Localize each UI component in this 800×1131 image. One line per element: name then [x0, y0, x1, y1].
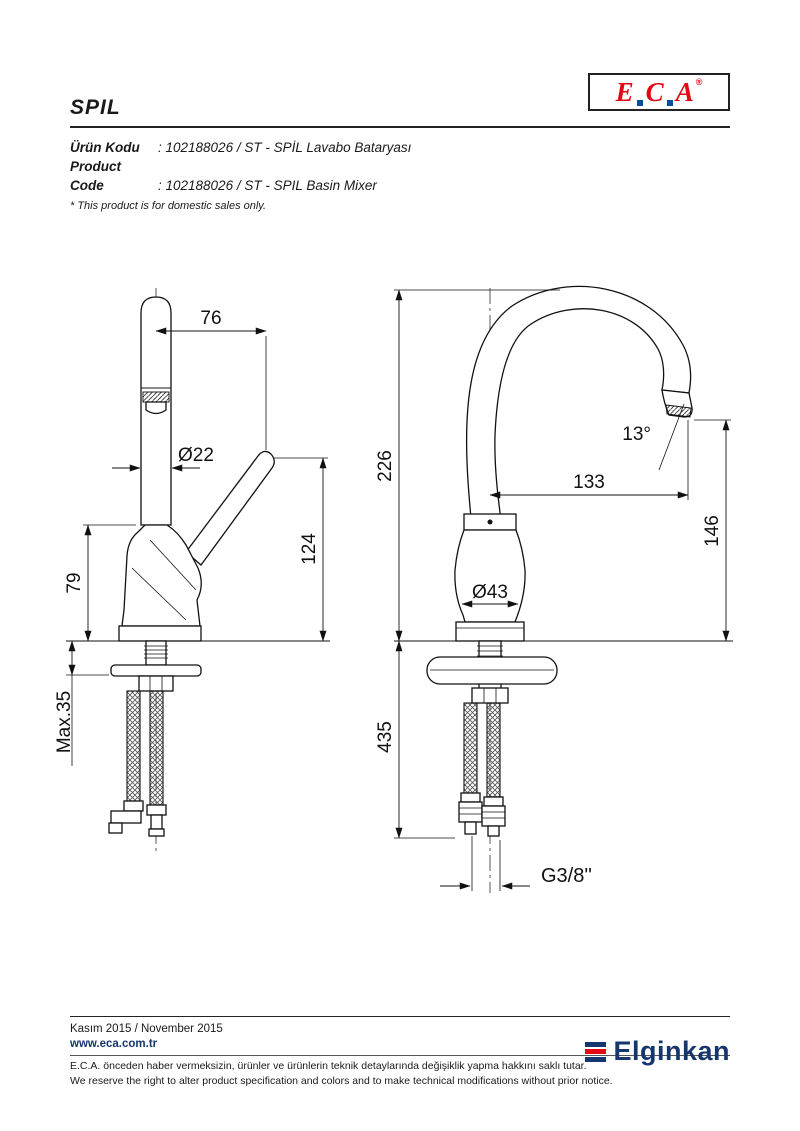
mounting-nut-front: [471, 687, 509, 704]
hose-nut-b: [146, 804, 167, 816]
dim-label-133: 133: [573, 472, 605, 493]
fitting-ribs-b: [482, 811, 505, 819]
gooseneck-spout: [465, 285, 692, 529]
domestic-sales-note: * This product is for domestic sales onl…: [70, 200, 267, 212]
flex-hose-right: [149, 690, 164, 806]
flex-hose-left: [126, 690, 141, 802]
base-flange-front: [455, 621, 525, 642]
elginkan-icon-bar: [585, 1056, 607, 1062]
hose-nut-a: [123, 800, 144, 812]
publication-date: Kasım 2015 / November 2015: [70, 1023, 223, 1035]
dim-label-226: 226: [375, 450, 396, 482]
hose-collar-a-front: [460, 792, 481, 803]
hose-tail-b-front: [487, 825, 500, 837]
mounting-washer-side: [110, 664, 202, 677]
elginkan-logo: Elginkan: [585, 1036, 730, 1067]
nut-facets-front: [483, 688, 497, 703]
dim-label-g38: G3/8'': [541, 865, 592, 887]
technical-drawing: 76 Ø22 124 79 Max.35: [55, 285, 733, 893]
elginkan-icon: [585, 1041, 607, 1062]
product-code-value-tr: : 102188026 / ST - SPİL Lavabo Bataryası: [158, 140, 412, 155]
cap-screw-dot: [487, 519, 493, 525]
eca-logo: E C A ®: [588, 73, 730, 111]
elginkan-icon-bar: [585, 1049, 607, 1054]
mounting-washer-front: [426, 656, 558, 685]
footer-thin-divider: [70, 1055, 730, 1056]
body-facet-lines: [131, 539, 197, 621]
hose-stem-b: [150, 814, 163, 830]
base-flange-side: [118, 625, 202, 642]
elginkan-wordmark: Elginkan: [613, 1036, 730, 1066]
product-code-row-en: Product Code : 102188026 / ST - SPIL Basi…: [70, 157, 411, 195]
hose-fitting-a-front: [458, 801, 483, 823]
mounting-nut-side: [138, 675, 174, 692]
mixer-body-front: [454, 529, 526, 623]
product-code-label-tr: Ürün Kodu: [70, 140, 140, 155]
dim-label-146: 146: [702, 515, 723, 547]
eca-logo-letter: A: [675, 76, 694, 107]
mixer-body-side: [121, 524, 202, 627]
hose-collar-b-front: [483, 796, 504, 807]
dim-label-43: Ø43: [472, 582, 508, 603]
aerator-band: [142, 391, 170, 403]
shank-threads-side: [144, 645, 168, 659]
hose-end-b: [148, 828, 165, 837]
footer-divider: [70, 1016, 730, 1017]
disclaimer-turkish: E.C.A. önceden haber vermeksizin, ürünle…: [70, 1060, 587, 1072]
eca-logo-dot: [666, 100, 673, 106]
product-info: Ürün Kodu : 102188026 / ST - SPİL Lavabo …: [70, 138, 411, 216]
nut-facets-side: [149, 676, 163, 691]
page-title: SPIL: [70, 96, 121, 119]
hose-fitting-b-front: [481, 805, 506, 827]
product-code-label-en: Product Code: [70, 159, 122, 193]
dim-label-76: 76: [200, 308, 221, 329]
side-view: 76 Ø22 124 79 Max.35: [55, 288, 330, 854]
product-code-row-tr: Ürün Kodu : 102188026 / ST - SPİL Lavabo …: [70, 138, 411, 157]
hose-elbow-tip-a: [108, 822, 123, 834]
flex-hose-a-front: [463, 702, 478, 794]
dim-label-22: Ø22: [178, 445, 214, 466]
website-link[interactable]: www.eca.com.tr: [70, 1038, 158, 1050]
front-view: 226 13° 133 146 Ø43 435 G3/8'': [375, 285, 733, 893]
shank-threads-front: [477, 645, 503, 657]
fitting-ribs-a: [459, 807, 482, 815]
hose-tail-a-front: [464, 821, 477, 835]
dim-label-max35: Max.35: [55, 691, 75, 753]
dim-label-13deg: 13°: [622, 424, 651, 445]
product-code-value-en: : 102188026 / ST - SPIL Basin Mixer: [158, 178, 377, 193]
spout-outlet-tip: [145, 401, 167, 415]
dim-label-435: 435: [375, 721, 396, 753]
eca-logo-dot: [636, 100, 643, 106]
elginkan-icon-bar: [585, 1041, 607, 1047]
hose-elbow-a: [110, 810, 142, 824]
registered-mark: ®: [695, 77, 703, 87]
eca-logo-letter: C: [645, 76, 664, 107]
mounting-shank-side: [145, 640, 167, 666]
header-divider: [70, 126, 730, 128]
eca-logo-letter: E: [615, 76, 634, 107]
dim-label-79: 79: [64, 572, 85, 593]
dim-label-124: 124: [299, 533, 320, 565]
flex-hose-b-front: [486, 702, 501, 798]
disclaimer-english: We reserve the right to alter product sp…: [70, 1075, 613, 1087]
angle-reference-line: [658, 403, 685, 471]
handle-lever: [185, 450, 275, 566]
